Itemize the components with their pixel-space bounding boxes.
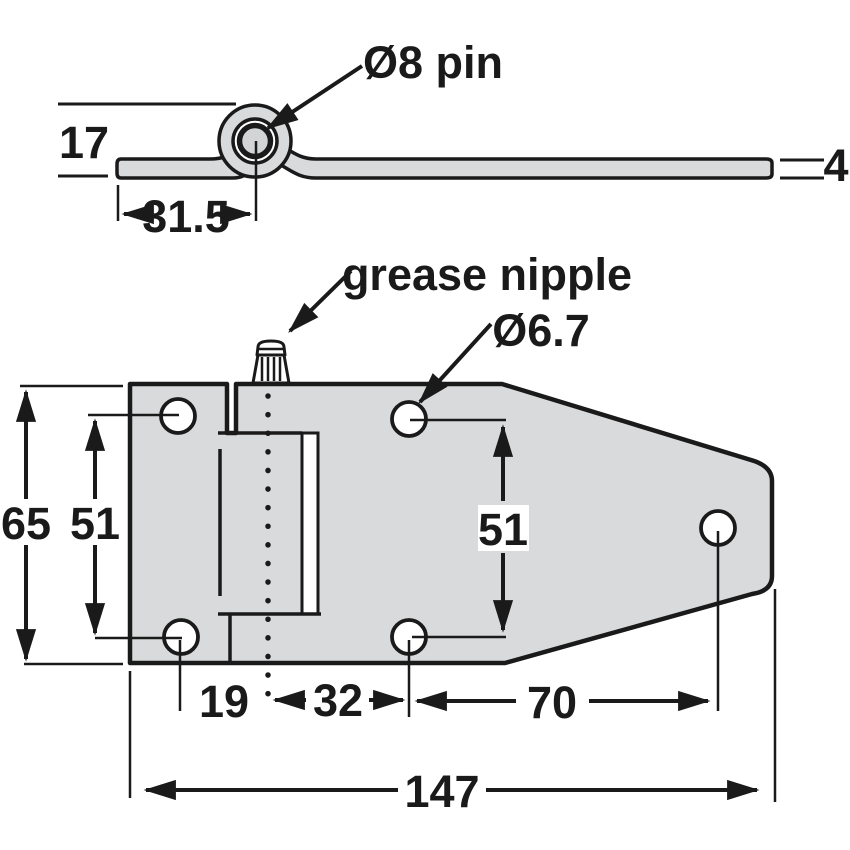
dim51-right-label-box: [478, 505, 529, 551]
dim-51-left-label: 51: [70, 498, 120, 549]
knuckle-clearance-slot: [300, 431, 320, 616]
dim-147-label: 147: [404, 766, 479, 817]
dim-19-label: 19: [199, 676, 249, 727]
hole-diameter-label: Ø6.7: [492, 305, 590, 356]
grease-nipple-knurl-lines: [260, 357, 282, 381]
dim-70-label: 70: [527, 677, 577, 728]
grease-nipple: [251, 339, 291, 385]
grease-nipple-label: grease nipple: [342, 249, 632, 300]
pin-label: Ø8 pin: [363, 37, 503, 88]
dim-65-label: 65: [1, 498, 51, 549]
dim-32-label: 32: [313, 675, 363, 726]
dim-4-label: 4: [823, 140, 848, 191]
dim-51-right-label: 51: [478, 504, 528, 555]
plan-view: grease nipple Ø6.7 65 51 51 19 32 70 147: [1, 249, 777, 817]
pin-callout-arrow: [265, 64, 364, 130]
dim-31-5-label: 31.5: [142, 191, 230, 242]
grease-nipple-callout-arrow: [288, 269, 353, 333]
grease-nipple-base: [251, 353, 291, 385]
right-leaf-profile: [277, 144, 774, 180]
hinge-plate-outline: [127, 381, 775, 666]
hole-diameter-callout-arrow: [418, 322, 493, 404]
side-view: Ø8 pin 17 31.5 4: [58, 37, 849, 242]
dim-17-label: 17: [59, 117, 109, 168]
